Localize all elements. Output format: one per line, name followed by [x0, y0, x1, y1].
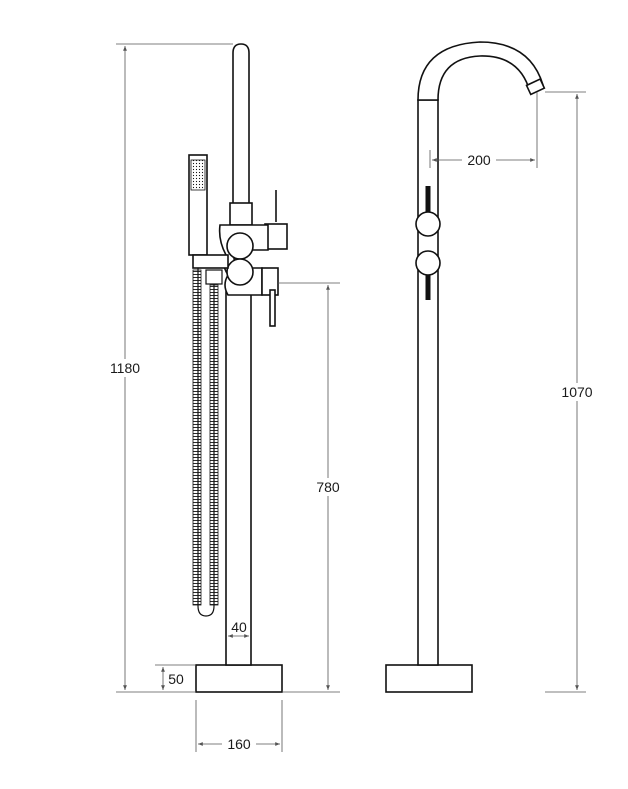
front-rod-nut [229, 202, 253, 226]
front-standpipe [225, 291, 252, 666]
front-hose-ribs-right [209, 284, 219, 606]
front-upper-rod [232, 43, 250, 206]
front-valve-ring-lower [226, 258, 254, 286]
label-total-height: 1180 [110, 360, 140, 376]
label-handle-height: 780 [316, 479, 340, 495]
side-standpipe [417, 99, 439, 666]
front-shower-hose [197, 268, 215, 617]
side-mixer-knob [415, 250, 441, 276]
front-mixer-handle [269, 289, 276, 327]
front-view [188, 43, 288, 693]
label-spout-reach: 200 [467, 152, 491, 168]
label-spout-height: 1070 [561, 384, 592, 400]
front-valve-ring-upper [226, 232, 254, 260]
front-handset-spray-face [190, 159, 206, 191]
side-diverter-knob [415, 211, 441, 237]
side-base [385, 664, 473, 693]
side-spout [417, 41, 544, 101]
dimension-labels: 1180 780 40 50 160 200 1070 [106, 152, 598, 753]
side-view [385, 41, 546, 693]
front-handset-holder [192, 254, 229, 269]
label-base-height: 50 [168, 671, 184, 687]
dimension-lines [116, 43, 586, 752]
front-hose-connector [205, 269, 223, 285]
front-base [195, 664, 283, 693]
label-pipe-diameter: 40 [231, 619, 247, 635]
label-base-width: 160 [227, 736, 251, 752]
side-spout-nozzle [525, 78, 546, 96]
front-hose-ribs-left [192, 269, 202, 606]
